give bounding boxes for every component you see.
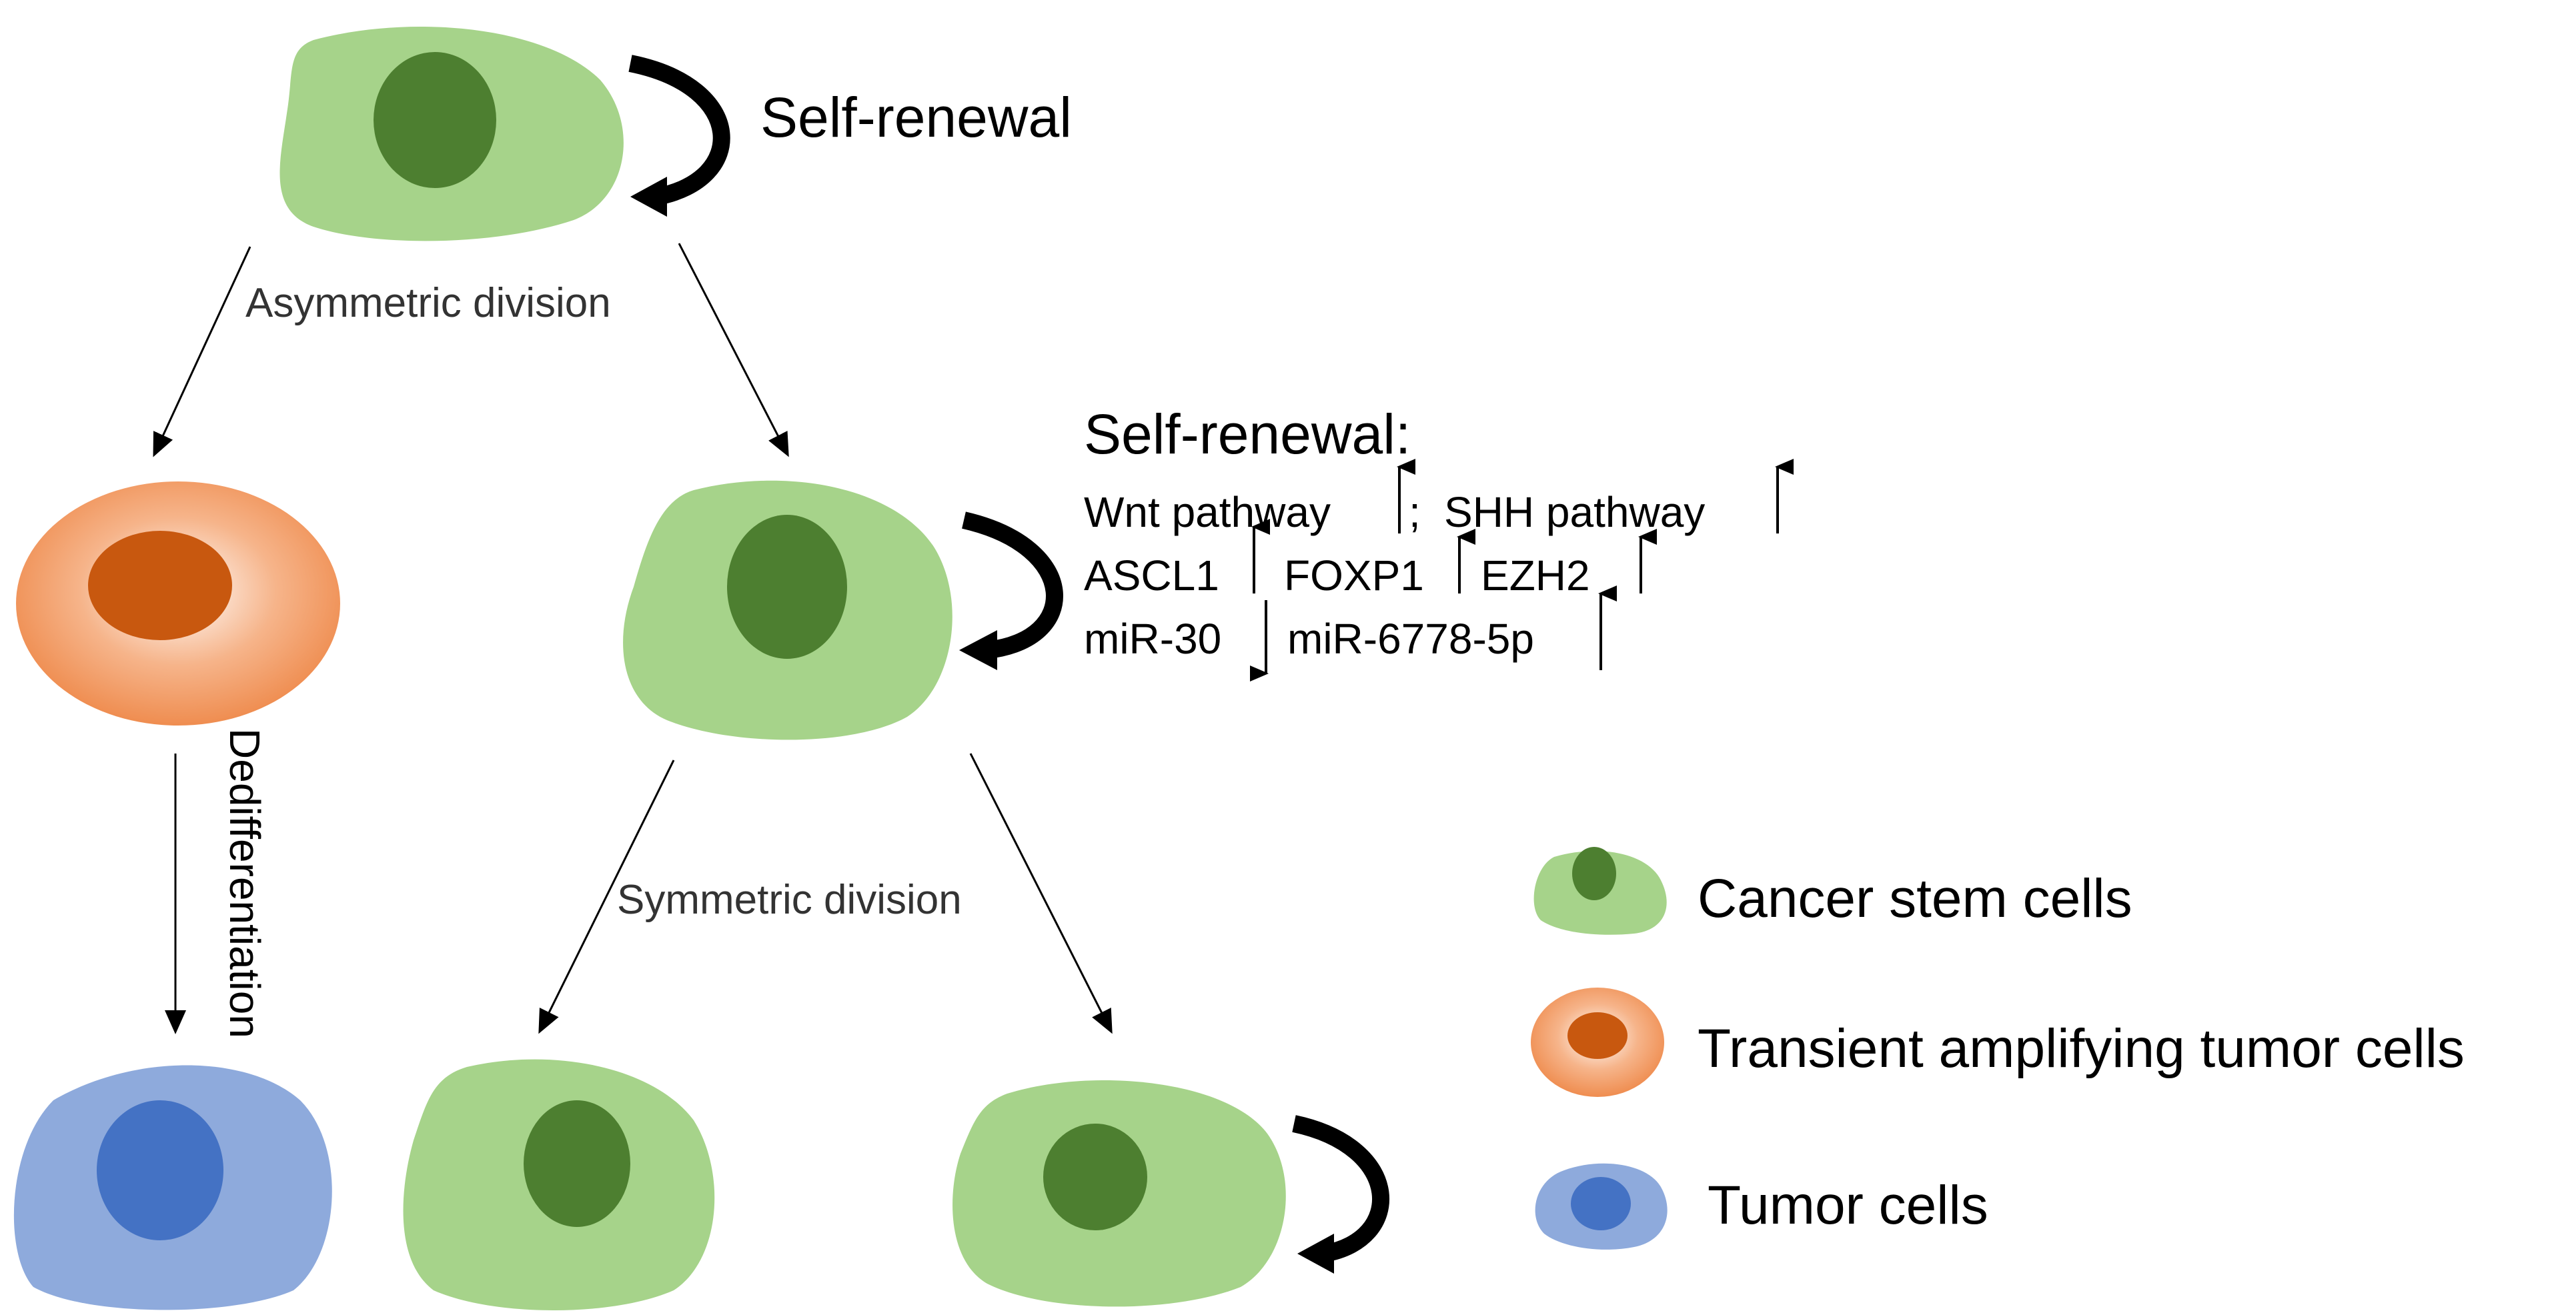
legend-label-transient-amplifying: Transient amplifying tumor cells: [1698, 1018, 2465, 1079]
symmetric-arrow-right: [969, 753, 1113, 1034]
asymmetric-arrow-left: [153, 246, 251, 457]
symmetric-division-label: Symmetric division: [617, 877, 962, 923]
asymmetric-division-label: Asymmetric division: [245, 280, 611, 326]
legend-item-tumor-cells: Tumor cells: [1535, 1163, 1988, 1250]
line1-separator: ;: [1409, 488, 1421, 536]
symmetric-arrow-left: [538, 760, 675, 1034]
wnt-pathway-label: Wnt pathway: [1084, 488, 1331, 536]
tumor-cell: [13, 1065, 332, 1310]
self-renewal-details: Self-renewal: Wnt pathway ; SHH pathway …: [1084, 403, 1794, 682]
self-renewal-top-label: Self-renewal: [760, 86, 1072, 149]
top-cancer-stem-cell: [279, 27, 624, 241]
legend-item-transient-amplifying: Transient amplifying tumor cells: [1531, 988, 2465, 1097]
middle-self-renewal-arrow: [959, 511, 1063, 670]
bottom-left-cancer-stem-cell: [403, 1059, 715, 1310]
transient-amplifying-tumor-cell: [16, 481, 340, 726]
bottom-right-cancer-stem-cell: [952, 1080, 1286, 1307]
foxp1-label: FOXP1: [1284, 551, 1424, 599]
asymmetric-arrow-right: [678, 243, 789, 457]
middle-cancer-stem-cell: [623, 480, 952, 740]
mir6778-label: miR-6778-5p: [1287, 615, 1534, 663]
legend-label-tumor-cells: Tumor cells: [1708, 1175, 1988, 1236]
self-renewal-heading: Self-renewal:: [1084, 403, 1411, 465]
ezh2-label: EZH2: [1481, 551, 1590, 599]
bottom-self-renewal-arrow: [1292, 1115, 1389, 1274]
top-self-renewal-arrow: [628, 55, 730, 217]
dedifferentiation-label: Dedifferentiation: [221, 728, 269, 1038]
ascl1-label: ASCL1: [1084, 551, 1219, 599]
legend: Cancer stem cells Transient amplifying t…: [1531, 847, 2465, 1250]
legend-label-cancer-stem-cells: Cancer stem cells: [1698, 868, 2132, 929]
mir30-label: miR-30: [1084, 615, 1221, 663]
legend-item-cancer-stem-cells: Cancer stem cells: [1533, 847, 2132, 935]
shh-pathway-label: SHH pathway: [1444, 488, 1705, 536]
